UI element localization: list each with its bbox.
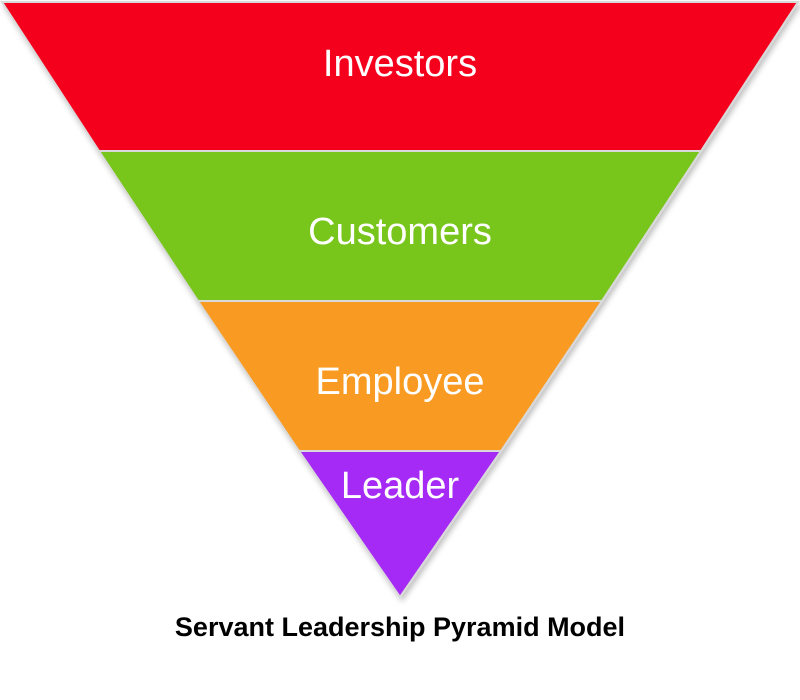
tier-leader-label: Leader <box>341 465 460 507</box>
tier-employee-label: Employee <box>316 361 485 403</box>
tier-customers-label: Customers <box>308 211 492 253</box>
inverted-pyramid-diagram: Investors Customers Employee Leader <box>0 0 800 599</box>
tier-investors-label: Investors <box>323 43 477 85</box>
tier-leader-shape <box>297 450 503 599</box>
diagram-caption: Servant Leadership Pyramid Model <box>174 612 626 642</box>
